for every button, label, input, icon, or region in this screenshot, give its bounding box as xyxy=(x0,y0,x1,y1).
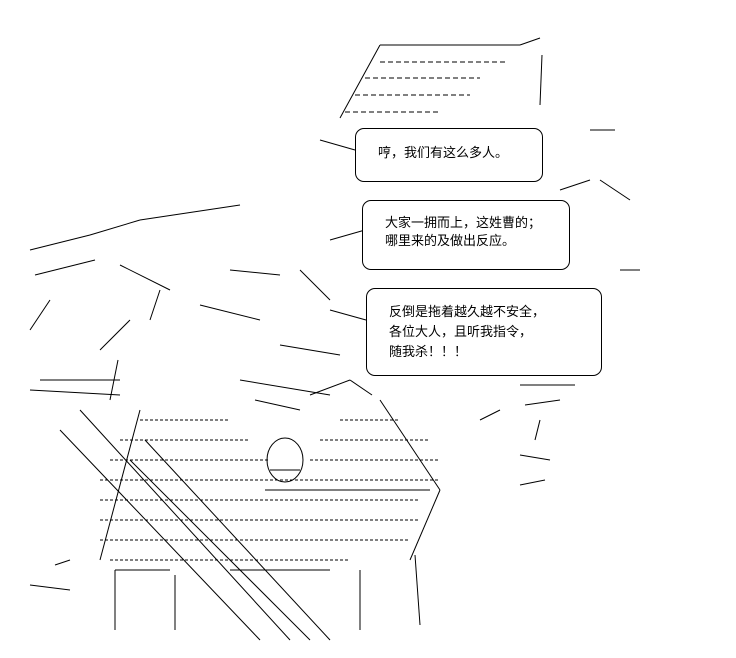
bubble-connectors xyxy=(319,139,367,321)
bubble-1-line-1: 哼，我们有这么多人。 xyxy=(378,146,509,161)
bubble-3-line-1: 反倒是拖着越久越不安全， xyxy=(389,305,546,320)
bubble-3-line-3: 随我杀！！！ xyxy=(389,345,468,360)
hat-stripes xyxy=(345,44,520,113)
speech-bubble-1: 哼，我们有这么多人。 xyxy=(355,128,543,182)
right-figure xyxy=(29,129,640,591)
face xyxy=(266,437,304,483)
robe-outline xyxy=(59,399,441,641)
robe xyxy=(100,419,440,561)
speech-bubble-3: 反倒是拖着越久越不安全， 各位大人，且听我指令， 随我杀！！！ xyxy=(366,288,602,376)
bubble-3-line-2: 各位大人，且听我指令， xyxy=(389,325,533,340)
bubble-2-line-1: 大家一拥而上，这姓曹的； xyxy=(385,216,542,231)
hat-outline xyxy=(339,37,543,119)
speech-bubble-2: 大家一拥而上，这姓曹的； 哪里来的及做出反应。 xyxy=(362,200,570,270)
figure-left xyxy=(29,204,373,411)
bubble-2-line-2: 哪里来的及做出反应。 xyxy=(385,234,516,249)
